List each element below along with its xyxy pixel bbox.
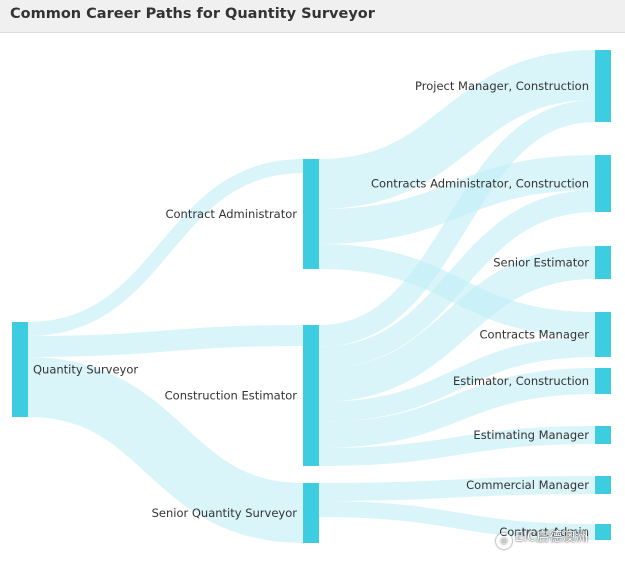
node-ce[interactable] [303,325,319,466]
node-label-cacc: Contract Admin [499,525,589,539]
node-se[interactable] [595,246,611,279]
link-ca-to-pm [318,50,596,209]
node-cm[interactable] [595,312,611,357]
node-label-sqs: Senior Quantity Surveyor [152,506,298,520]
node-ec[interactable] [595,368,611,394]
node-cac[interactable] [595,155,611,212]
link-qs-to-ca [27,159,304,336]
link-sqs-to-cacc [318,501,596,540]
link-ce-to-cac [318,190,596,369]
node-label-cm: Contracts Manager [479,328,589,342]
node-sqs[interactable] [303,483,319,543]
link-qs-to-sqs [27,357,304,543]
link-qs-to-ce [27,325,304,357]
node-qs[interactable] [12,322,28,417]
node-label-em: Estimating Manager [473,428,589,442]
link-ce-to-pm [318,100,596,347]
link-sqs-to-comm [318,476,596,501]
link-ce-to-cm [318,337,596,422]
node-label-ce: Construction Estimator [165,389,298,403]
link-ca-to-cac [318,155,596,244]
node-cacc[interactable] [595,524,611,540]
link-ce-to-ec [318,368,596,448]
node-label-ca: Contract Administrator [165,207,297,221]
node-label-se: Senior Estimator [493,256,589,270]
node-label-pm: Project Manager, Construction [415,79,589,93]
node-comm[interactable] [595,476,611,494]
wechat-icon: ◎ [496,533,512,549]
node-ca[interactable] [303,159,319,269]
node-label-comm: Commercial Manager [466,478,589,492]
node-label-qs: Quantity Surveyor [33,363,138,377]
sankey-links [27,50,596,543]
node-label-cac: Contracts Administrator, Construction [371,177,589,191]
chart-title: Common Career Paths for Quantity Surveyo… [10,6,375,22]
watermark-text: EIC启德澳洲 [515,530,589,545]
watermark: ◎EIC启德澳洲 [496,526,588,549]
node-pm[interactable] [595,50,611,122]
sankey-nodes [12,50,611,543]
node-em[interactable] [595,426,611,444]
node-label-ec: Estimator, Construction [453,374,589,388]
chart-header: Common Career Paths for Quantity Surveyo… [0,0,625,33]
link-ce-to-em [318,426,596,466]
link-ce-to-se [318,246,596,402]
